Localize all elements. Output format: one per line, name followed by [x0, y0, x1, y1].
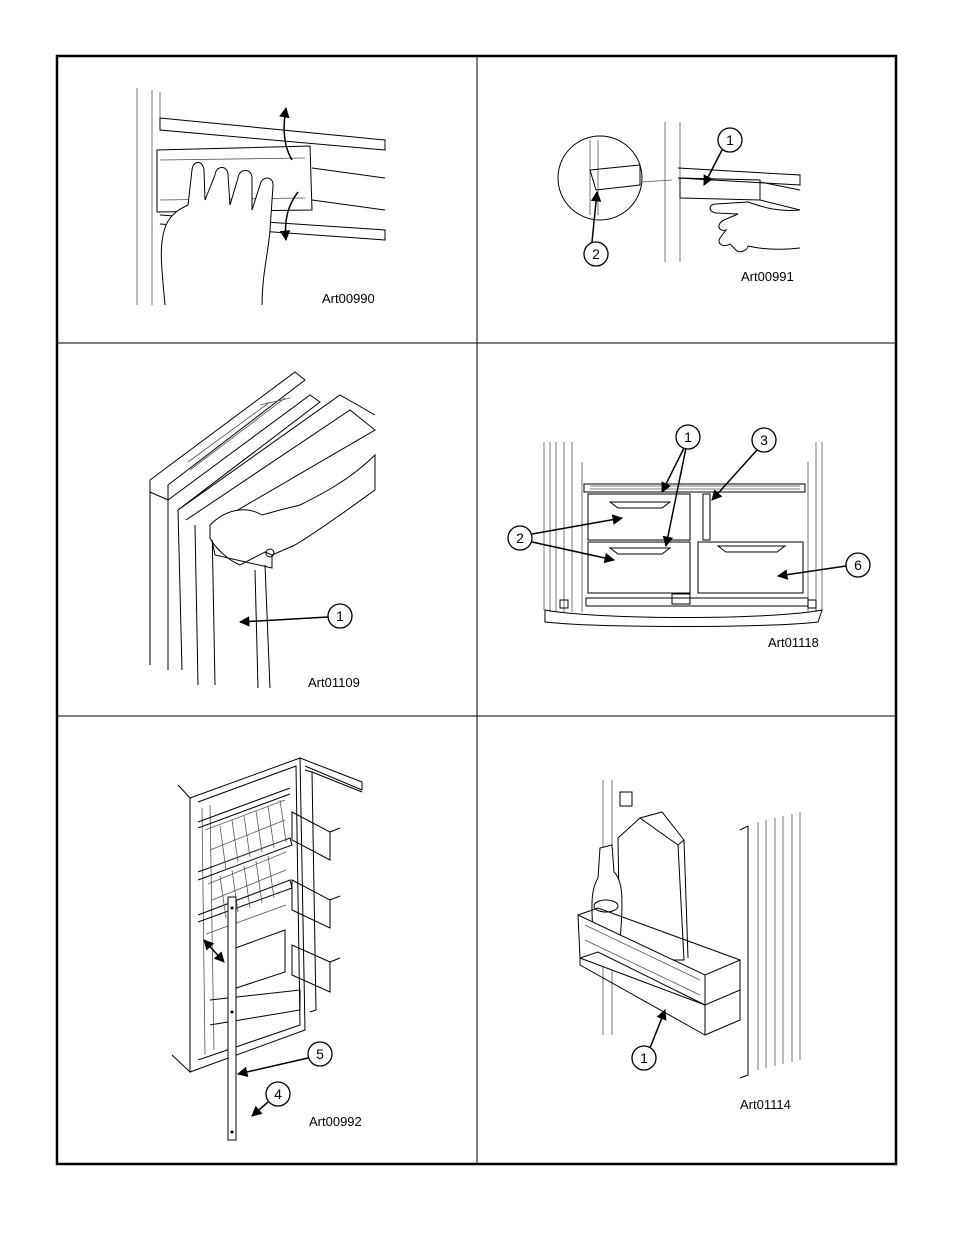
panel-art01114: 1 Art01114	[577, 780, 801, 1112]
callout-number: 6	[854, 557, 862, 573]
callout-4: 4	[251, 1081, 291, 1117]
panel-art01109: 1 Art01109	[149, 371, 376, 690]
callout-number: 4	[274, 1086, 282, 1102]
door-gasket-illustration	[149, 371, 376, 689]
callout-1: 1	[661, 424, 701, 548]
callout-number: 2	[516, 530, 524, 546]
callout-6: 6	[776, 552, 871, 580]
panel-art01118: 1 3 2 6 Art01118	[507, 424, 871, 650]
door-bin-illustration	[577, 780, 801, 1079]
art-id-label: Art00992	[309, 1114, 362, 1129]
panel-art00991: 1 2 Art00991	[557, 122, 801, 284]
art-id-label: Art01114	[740, 1097, 791, 1112]
callout-3: 3	[711, 427, 777, 501]
panel-grid	[55, 54, 898, 1166]
panel-art00992: 5 4 Art00992	[171, 757, 363, 1141]
callout-2: 2	[583, 190, 609, 267]
art-id-label: Art01118	[768, 635, 819, 650]
callout-number: 1	[684, 429, 692, 445]
callout-2: 2	[507, 514, 624, 564]
tab-release-illustration	[557, 122, 801, 262]
callout-1: 1	[703, 127, 743, 186]
callout-number: 2	[592, 246, 600, 262]
refrigerator-interior-illustration	[171, 757, 363, 1141]
art-id-label: Art00990	[322, 291, 375, 306]
callout-5: 5	[236, 1041, 333, 1078]
callout-number: 3	[760, 432, 768, 448]
drawer-assembly-illustration	[543, 442, 823, 627]
art-id-label: Art01109	[308, 675, 360, 690]
callout-1: 1	[631, 1009, 667, 1071]
callout-number: 1	[726, 132, 734, 148]
art-id-label: Art00991	[741, 269, 794, 284]
callout-1: 1	[238, 603, 353, 629]
callout-number: 5	[316, 1046, 324, 1062]
panel-art00990: Art00990	[136, 88, 386, 306]
trim-removal-illustration	[136, 88, 386, 306]
callout-number: 1	[336, 608, 344, 624]
callout-number: 1	[640, 1050, 648, 1066]
